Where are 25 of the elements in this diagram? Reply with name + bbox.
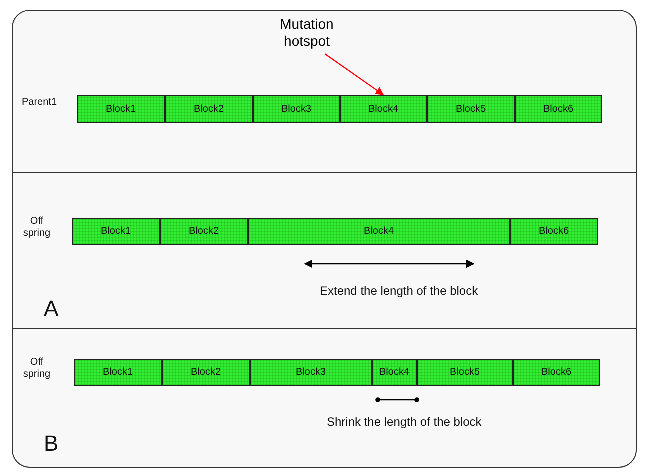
block-bar: Block4 — [248, 218, 510, 245]
block-bar: Block6 — [515, 95, 602, 123]
block-bar: Block6 — [513, 359, 600, 386]
block-bar: Block1 — [77, 95, 165, 123]
block-bar: Block1 — [74, 359, 162, 386]
block-bar: Block5 — [417, 359, 513, 386]
block-bar: Block2 — [165, 95, 253, 123]
block-bar: Block4 — [340, 95, 427, 123]
callout-text: Mutation hotspot — [262, 16, 352, 50]
note-text: Extend the length of the block — [320, 285, 478, 299]
panel-letter: B — [44, 431, 59, 456]
block-bar: Block6 — [510, 218, 598, 245]
block-bar: Block3 — [250, 359, 372, 386]
block-bar: Block3 — [253, 95, 340, 123]
row-label: Off spring — [22, 216, 52, 239]
block-bar: Block5 — [427, 95, 515, 123]
row-label: Parent1 — [22, 97, 58, 108]
panel-letter: A — [44, 296, 59, 322]
block-bar: Block2 — [160, 218, 248, 245]
arrow — [324, 54, 384, 96]
row-label: Off spring — [22, 357, 52, 380]
block-bar: Block2 — [162, 359, 250, 386]
block-bar: Block4 — [372, 359, 417, 386]
note-text: Shrink the length of the block — [327, 416, 482, 430]
block-bar: Block1 — [72, 218, 160, 245]
